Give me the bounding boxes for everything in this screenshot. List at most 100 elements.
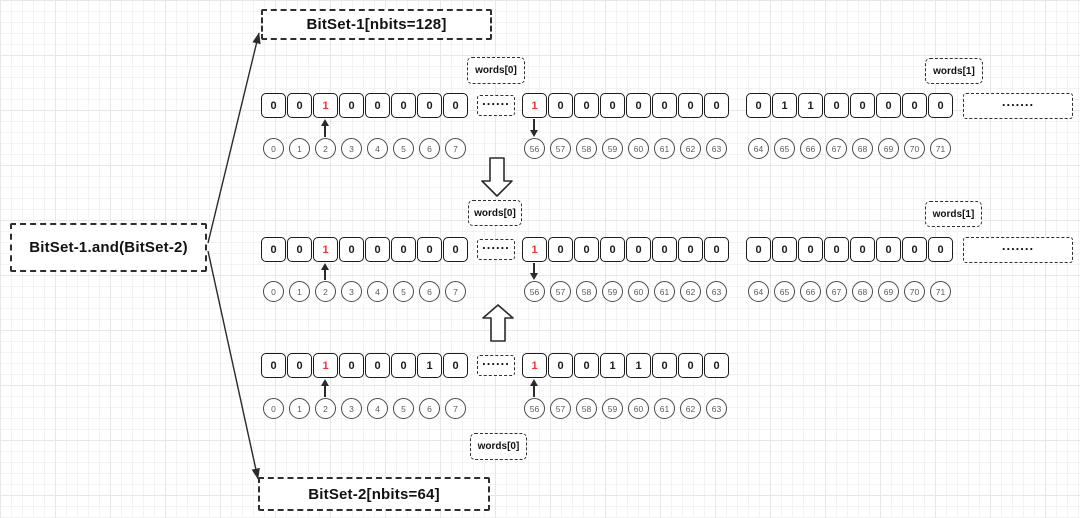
bit-index-bitset1-60: 60 [628, 138, 649, 159]
bit-index-bitset1-71: 71 [930, 138, 951, 159]
bit-index-result-6: 6 [419, 281, 440, 302]
bit-index-bitset1-62: 62 [680, 138, 701, 159]
bit-index-result-7: 7 [445, 281, 466, 302]
bit-cell-bitset1-6: 0 [417, 93, 442, 118]
bitset2-ellipsis-small: ...... [477, 353, 515, 376]
bit-cell-result-63: 0 [704, 237, 729, 262]
bit-index-bitset1-61: 61 [654, 138, 675, 159]
bit-cell-bitset1-69: 0 [876, 93, 901, 118]
pointer-arrow-result-bit2 [320, 263, 329, 270]
bit-cell-bitset1-63: 0 [704, 93, 729, 118]
bit-cell-result-7: 0 [443, 237, 468, 262]
bit-index-bitset2-56: 56 [524, 398, 545, 419]
bit-index-bitset1-70: 70 [904, 138, 925, 159]
bit-index-result-69: 69 [878, 281, 899, 302]
bit-cell-result-1: 0 [287, 237, 312, 262]
bitset2-words0-label: words[0] [470, 433, 527, 460]
words1-text: words[1] [933, 65, 975, 77]
bitset2-title-box: BitSet-2[nbits=64] [258, 477, 490, 511]
bit-cell-result-64: 0 [746, 237, 771, 262]
bit-cell-bitset1-3: 0 [339, 93, 364, 118]
bit-cell-bitset1-68: 0 [850, 93, 875, 118]
bit-index-result-2: 2 [315, 281, 336, 302]
bit-index-bitset2-2: 2 [315, 398, 336, 419]
bit-cell-bitset2-3: 0 [339, 353, 364, 378]
dots-text: ...... [482, 353, 510, 368]
bit-cell-result-61: 0 [652, 237, 677, 262]
bit-cell-bitset1-57: 0 [548, 93, 573, 118]
pointer-arrow-bitset2-bit2 [320, 379, 329, 386]
connector-operation-to-bitset2 [207, 250, 260, 480]
bit-cell-bitset1-1: 0 [287, 93, 312, 118]
words0-text: words[0] [477, 441, 520, 452]
bit-index-result-0: 0 [263, 281, 284, 302]
bit-cell-result-68: 0 [850, 237, 875, 262]
bit-cell-bitset1-67: 0 [824, 93, 849, 118]
bit-cell-bitset1-5: 0 [391, 93, 416, 118]
bit-cell-result-3: 0 [339, 237, 364, 262]
bit-cell-bitset2-4: 0 [365, 353, 390, 378]
bit-index-bitset1-7: 7 [445, 138, 466, 159]
bitset1-ellipsis-small: ...... [477, 93, 515, 116]
pointer-arrow-bitset1-bit2 [320, 119, 329, 126]
bit-cell-result-0: 0 [261, 237, 286, 262]
operation-box: BitSet-1.and(BitSet-2) [10, 223, 207, 272]
result-ellipsis-wide: ....... [963, 237, 1073, 263]
bit-index-bitset2-3: 3 [341, 398, 362, 419]
flow-arrow-down-icon [481, 157, 513, 197]
bit-index-bitset2-0: 0 [263, 398, 284, 419]
bit-index-bitset2-7: 7 [445, 398, 466, 419]
bit-index-bitset1-3: 3 [341, 138, 362, 159]
bit-cell-bitset1-71: 0 [928, 93, 953, 118]
bit-cell-bitset1-60: 0 [626, 93, 651, 118]
bit-index-result-62: 62 [680, 281, 701, 302]
bit-cell-bitset2-56: 1 [522, 353, 547, 378]
pointer-arrow-result-bit56 [533, 263, 535, 273]
operation-label: BitSet-1.and(BitSet-2) [29, 239, 188, 256]
bit-index-result-60: 60 [628, 281, 649, 302]
pointer-arrow-bitset2-bit2 [324, 385, 326, 397]
bit-cell-result-5: 0 [391, 237, 416, 262]
bit-cell-bitset1-61: 0 [652, 93, 677, 118]
bit-index-result-71: 71 [930, 281, 951, 302]
bitset2-title: BitSet-2[nbits=64] [308, 485, 440, 503]
dots-text: ....... [1001, 93, 1035, 109]
bit-cell-bitset1-70: 0 [902, 93, 927, 118]
bit-cell-result-71: 0 [928, 237, 953, 262]
dots-text: ...... [482, 237, 510, 252]
bit-index-bitset2-63: 63 [706, 398, 727, 419]
bit-index-result-5: 5 [393, 281, 414, 302]
bit-index-bitset2-62: 62 [680, 398, 701, 419]
bit-index-bitset1-67: 67 [826, 138, 847, 159]
connector-operation-to-bitset1 [207, 32, 261, 244]
bit-cell-bitset2-58: 0 [574, 353, 599, 378]
bit-cell-bitset1-64: 0 [746, 93, 771, 118]
pointer-arrow-result-bit56 [529, 273, 538, 280]
bit-index-result-4: 4 [367, 281, 388, 302]
words0-text: words[0] [474, 207, 516, 219]
bit-index-result-1: 1 [289, 281, 310, 302]
dots-text: ...... [482, 93, 510, 108]
flow-arrow-up-icon [482, 304, 514, 342]
bit-cell-result-2: 1 [313, 237, 338, 262]
bitset1-ellipsis-wide: ....... [963, 93, 1073, 119]
bit-index-bitset2-57: 57 [550, 398, 571, 419]
bit-cell-bitset2-62: 0 [678, 353, 703, 378]
bit-index-bitset1-2: 2 [315, 138, 336, 159]
bit-index-result-61: 61 [654, 281, 675, 302]
bit-index-result-63: 63 [706, 281, 727, 302]
result-words0-label: words[0] [468, 200, 522, 226]
bit-cell-result-4: 0 [365, 237, 390, 262]
bitset1-words1-label: words[1] [925, 58, 983, 84]
bit-index-result-57: 57 [550, 281, 571, 302]
bit-cell-result-65: 0 [772, 237, 797, 262]
bitset1-words0-label: words[0] [467, 57, 525, 84]
bit-cell-result-56: 1 [522, 237, 547, 262]
dots-text: ....... [1001, 237, 1035, 253]
bit-cell-bitset1-58: 0 [574, 93, 599, 118]
bit-cell-result-69: 0 [876, 237, 901, 262]
bit-index-bitset1-4: 4 [367, 138, 388, 159]
bit-cell-result-59: 0 [600, 237, 625, 262]
bit-index-bitset2-1: 1 [289, 398, 310, 419]
